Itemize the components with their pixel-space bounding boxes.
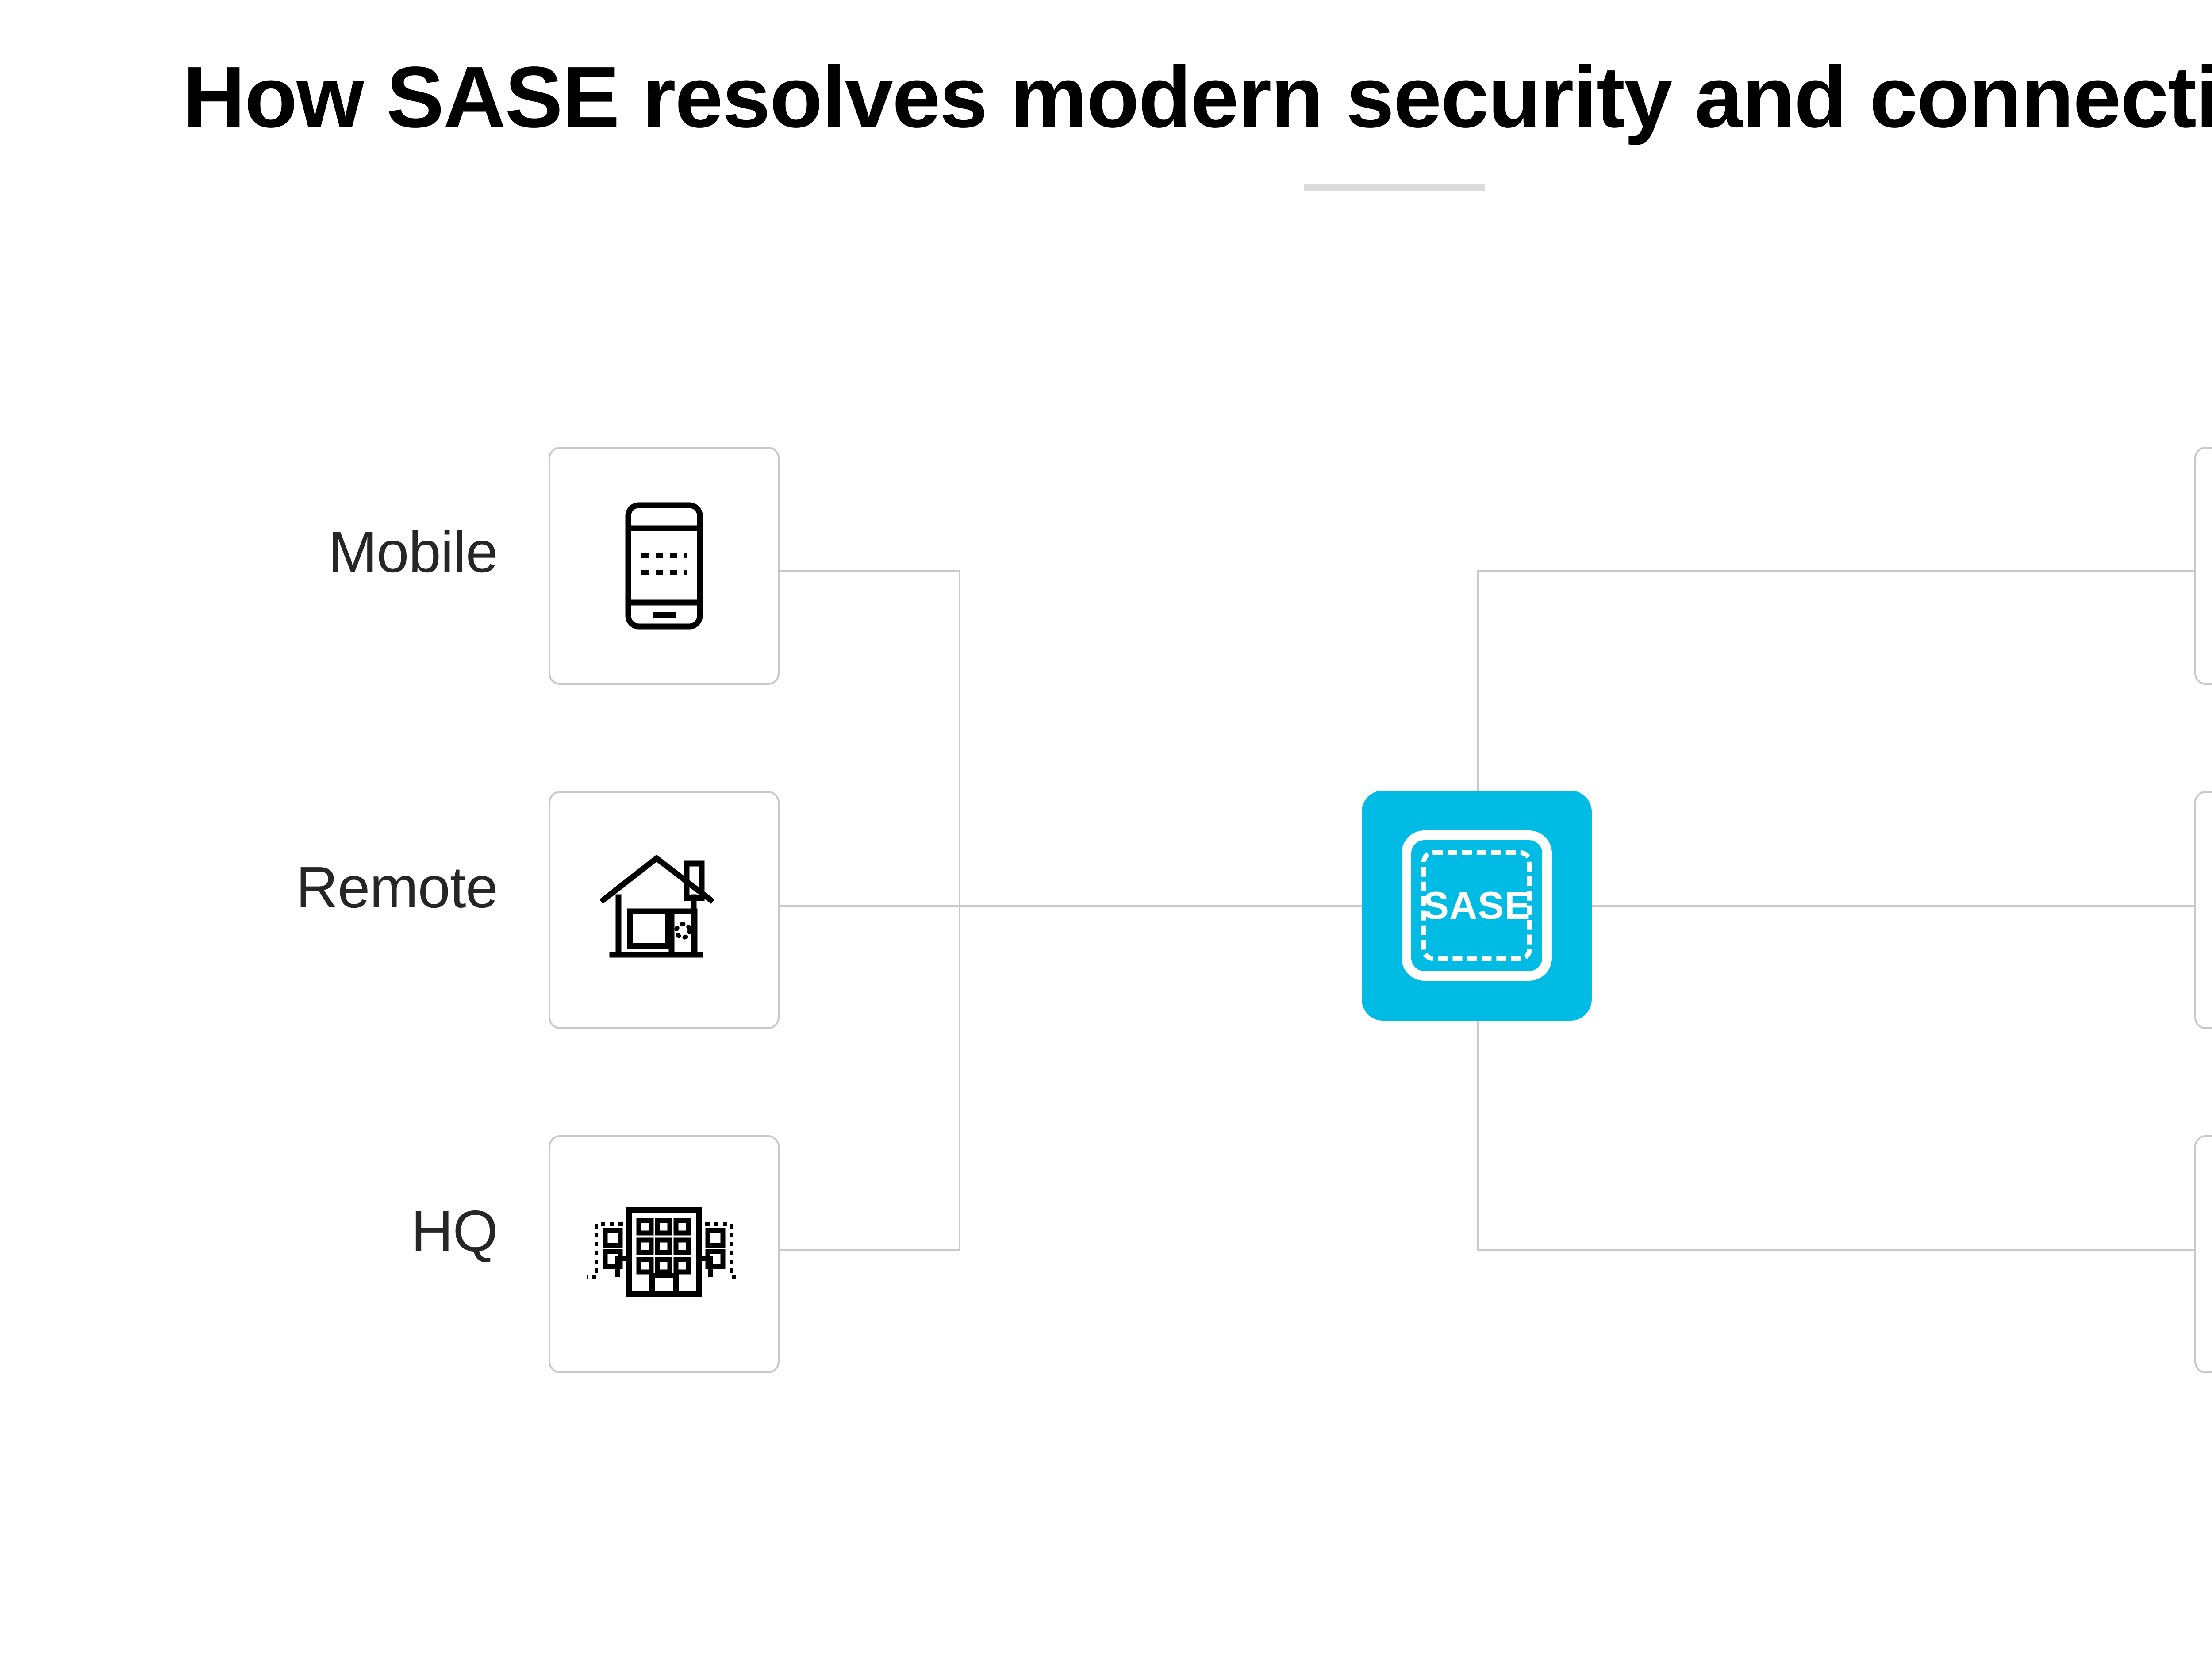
sase-label: SASE	[1423, 883, 1531, 927]
sase-node[interactable]: SASE	[1362, 791, 1592, 1021]
wire-sase-to-datacenter	[1592, 905, 2195, 907]
node-label-hq: HQ	[411, 1198, 498, 1263]
node-card-cloud-services[interactable]	[2194, 447, 2212, 685]
page-title: How SASE resolves modern security and co…	[183, 49, 2212, 146]
node-label-mobile: Mobile	[328, 519, 498, 584]
node-card-data-center[interactable]	[2194, 791, 2212, 1029]
node-card-mobile[interactable]	[549, 447, 780, 685]
wire-bus-to-cloud	[1477, 570, 2195, 572]
node-card-data-center-apps[interactable]	[2194, 1135, 2212, 1373]
house-icon	[600, 855, 728, 965]
node-card-hq[interactable]	[549, 1135, 780, 1373]
sase-outer-frame: SASE	[1402, 830, 1552, 981]
mobile-phone-icon	[622, 502, 706, 630]
node-label-remote: Remote	[296, 855, 498, 920]
sase-dashed-frame: SASE	[1421, 850, 1532, 961]
wire-remote-to-sase	[780, 905, 1363, 907]
wire-mobile-to-bus	[780, 570, 960, 572]
office-building-icon	[587, 1201, 741, 1307]
wire-hq-to-bus	[780, 1249, 960, 1251]
node-card-remote[interactable]	[549, 791, 780, 1029]
wire-bus-to-datacenter-apps	[1477, 1249, 2195, 1251]
title-divider	[1304, 184, 1485, 191]
wire-left-bus	[959, 570, 960, 1251]
